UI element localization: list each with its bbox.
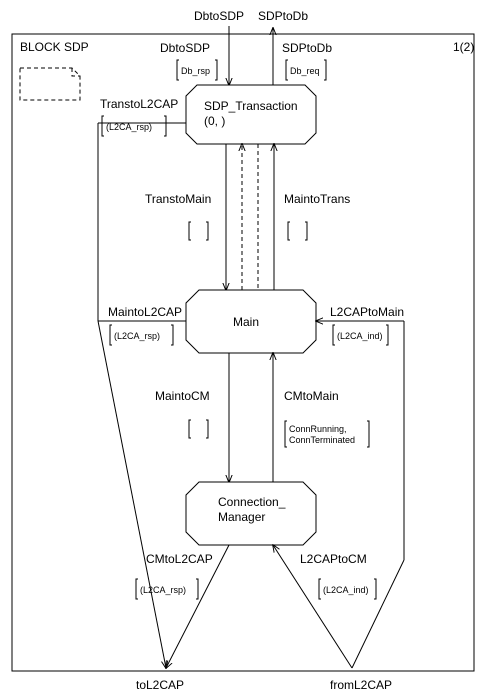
signal-list-cm-l2ca-rsp: (L2CA_rsp) <box>140 585 186 595</box>
block-title: BLOCK SDP <box>20 40 89 54</box>
signal-list-trans-l2ca-rsp: (L2CA_rsp) <box>106 122 152 132</box>
channel-l2captocm-name: L2CAPtoCM <box>300 552 367 566</box>
gate-label-dbtosdp: DbtoSDP <box>194 9 244 23</box>
process-connection-manager <box>185 481 317 546</box>
signal-list-main-l2ca-rsp: (L2CA_rsp) <box>114 331 160 341</box>
signal-bracket-trans-l2ca-rsp <box>101 115 167 137</box>
signal-bracket-db-req <box>285 59 327 81</box>
signal-list-cmtomain-2: ConnTerminated <box>289 435 355 445</box>
signal-list-cm-l2ca-ind: (L2CA_ind) <box>323 585 369 595</box>
channel-transtol2cap-name: TranstoL2CAP <box>100 97 178 111</box>
signal-bracket-maintotrans <box>287 221 308 241</box>
gate-label-froml2cap: fromL2CAP <box>330 678 392 692</box>
channel-dbtosdp-name: DbtoSDP <box>160 41 210 55</box>
signal-list-cmtomain-1: ConnRunning, <box>289 424 347 434</box>
channel-l2captomain-line-c <box>351 559 405 669</box>
channel-sdptodb-name: SDPtoDb <box>282 41 332 55</box>
gate-label-tol2cap: toL2CAP <box>136 678 184 692</box>
process-sdp-transaction <box>185 84 317 145</box>
block-frame <box>11 33 475 672</box>
gate-label-sdptodb: SDPtoDb <box>258 9 308 23</box>
process-sdp-transaction-instances: (0, ) <box>204 114 225 128</box>
signal-bracket-cmtomain <box>284 420 370 448</box>
signal-bracket-cm-l2ca-ind <box>318 578 377 600</box>
signal-list-db-req: Db_req <box>290 66 320 76</box>
page-number: 1(2) <box>453 40 474 54</box>
channel-l2captomain-name: L2CAPtoMain <box>330 305 404 319</box>
signal-list-main-l2ca-ind: (L2CA_ind) <box>337 331 383 341</box>
channel-maintol2cap-name: MaintoL2CAP <box>108 305 182 319</box>
channel-maintotrans-name: MaintoTrans <box>284 192 350 206</box>
process-main-name: Main <box>233 315 259 329</box>
process-connection-manager-name-1: Connection_ <box>218 495 286 509</box>
signal-bracket-cm-l2ca-rsp <box>135 578 199 600</box>
channel-cmtol2cap-line <box>166 544 230 668</box>
channel-l2captocm-line <box>273 545 353 669</box>
signal-list-db-rsp: Db_rsp <box>181 66 210 76</box>
signal-bracket-transtomain <box>188 221 209 241</box>
signal-bracket-main-l2ca-ind <box>332 324 389 346</box>
signal-bracket-main-l2ca-rsp <box>109 324 174 346</box>
text-symbol-icon <box>19 67 81 101</box>
process-main <box>185 289 317 354</box>
channel-to-l2cap-left-line <box>97 320 166 668</box>
channel-transtomain-name: TranstoMain <box>145 192 211 206</box>
signal-bracket-db-rsp <box>176 59 218 81</box>
process-sdp-transaction-name: SDP_Transaction <box>204 99 298 113</box>
signal-bracket-maintocm <box>188 419 209 439</box>
channel-cmtol2cap-name: CMtoL2CAP <box>146 552 213 566</box>
channel-maintocm-name: MaintoCM <box>155 389 210 403</box>
channel-cmtomain-name: CMtoMain <box>284 389 339 403</box>
process-connection-manager-name-2: Manager <box>218 510 265 524</box>
